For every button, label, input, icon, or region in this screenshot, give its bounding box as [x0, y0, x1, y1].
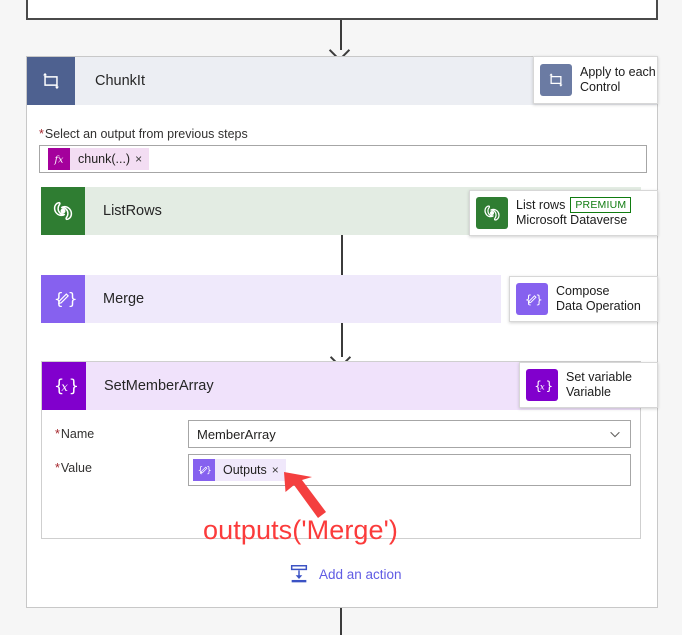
action-card-merge[interactable]: { } Merge — [41, 275, 501, 323]
svg-text:{: { — [534, 378, 542, 392]
compose-icon: { } — [41, 275, 85, 323]
flyout-subtitle: Microsoft Dataverse — [516, 213, 628, 228]
svg-text:}: } — [69, 377, 77, 396]
connector-listrows-merge — [341, 235, 343, 283]
fx-icon: fx — [48, 148, 70, 170]
setvar-panel[interactable]: { x } SetMemberArray *Name MemberArray — [41, 361, 641, 539]
chunkit-input-label-text: Select an output from previous steps — [44, 127, 248, 141]
action-title-setmemberarray: SetMemberArray — [104, 378, 214, 394]
flyout-text: Set variable Variable — [566, 370, 632, 401]
flyout-compose: { } Compose Data Operation — [509, 276, 658, 322]
chunkit-scope-card[interactable]: ChunkIt *Select an output from previous … — [26, 56, 658, 608]
flyout-title: Apply to each — [580, 64, 656, 79]
flyout-apply-to-each: Apply to each Control — [533, 56, 658, 104]
flyout-title: Compose — [556, 283, 610, 298]
svg-text:}: } — [206, 466, 211, 476]
required-marker: * — [39, 127, 44, 141]
apply-to-each-icon — [27, 57, 75, 105]
chunk-token-label: chunk(...) — [78, 152, 131, 166]
setvar-params: *Name MemberArray *Value — [42, 410, 640, 538]
required-marker-name: * — [55, 427, 60, 441]
dataverse-icon — [41, 187, 85, 235]
dataverse-icon — [476, 197, 508, 229]
premium-badge: PREMIUM — [570, 197, 632, 214]
apply-to-each-icon — [540, 64, 572, 96]
setvar-name-label: *Name — [55, 427, 94, 441]
flyout-set-variable: { x } Set variable Variable — [519, 362, 658, 408]
add-an-action-button[interactable]: Add an action — [288, 563, 402, 585]
flyout-subtitle: Control — [580, 80, 621, 94]
flyout-text: List rows PREMIUM Microsoft Dataverse — [516, 197, 632, 228]
previous-step-card-partial[interactable] — [26, 0, 658, 20]
outputs-token[interactable]: { } Outputs × — [193, 459, 286, 481]
set-variable-icon: { x } — [42, 362, 86, 410]
connector-merge-setvar — [341, 323, 343, 357]
chunkit-input-label: *Select an output from previous steps — [39, 127, 248, 141]
outputs-token-remove-icon[interactable]: × — [271, 463, 279, 477]
compose-icon: { } — [516, 283, 548, 315]
svg-text:{: { — [198, 466, 203, 476]
outputs-token-label: Outputs — [223, 463, 267, 477]
setvar-value-picker[interactable]: { } Outputs × — [188, 454, 631, 486]
insert-action-icon — [288, 563, 310, 585]
setvar-name-value: MemberArray — [197, 426, 276, 442]
add-an-action-label: Add an action — [319, 566, 402, 582]
chunkit-title: ChunkIt — [95, 73, 145, 89]
connector-top — [340, 20, 342, 50]
flyout-text: Compose Data Operation — [556, 284, 641, 315]
svg-text:x: x — [61, 380, 68, 394]
chunkit-input-picker[interactable]: fx chunk(...) × — [39, 145, 647, 173]
svg-text:{: { — [525, 292, 532, 306]
flyout-title: Set variable — [566, 369, 633, 384]
setvar-value-label-text: Value — [60, 461, 92, 475]
required-marker-value: * — [55, 461, 60, 475]
set-variable-icon: { x } — [526, 369, 558, 401]
action-title-merge: Merge — [103, 291, 145, 307]
compose-icon: { } — [193, 459, 215, 481]
setvar-name-dropdown[interactable]: MemberArray — [188, 420, 631, 448]
chunk-token[interactable]: fx chunk(...) × — [48, 148, 150, 170]
action-title-listrows: ListRows — [103, 203, 162, 219]
flyout-title: List rows — [516, 197, 566, 212]
chevron-down-icon[interactable] — [608, 427, 622, 441]
chunk-token-remove-icon[interactable]: × — [135, 152, 143, 166]
svg-text:}: } — [68, 290, 76, 308]
annotation-text: outputs('Merge') — [203, 515, 398, 545]
flyout-text: Apply to each Control — [580, 65, 656, 96]
flyout-list-rows: List rows PREMIUM Microsoft Dataverse — [469, 190, 658, 236]
flyout-subtitle: Variable — [566, 385, 611, 399]
connector-bottom — [340, 608, 342, 635]
svg-text:x: x — [540, 382, 545, 392]
flyout-subtitle: Data Operation — [556, 299, 641, 313]
svg-text:}: } — [536, 292, 542, 306]
setvar-value-label: *Value — [55, 461, 92, 475]
svg-text:fx: fx — [54, 155, 65, 166]
setvar-name-label-text: Name — [60, 427, 95, 441]
svg-text:{: { — [54, 377, 64, 396]
svg-text:}: } — [546, 378, 552, 392]
svg-text:{: { — [54, 290, 64, 308]
